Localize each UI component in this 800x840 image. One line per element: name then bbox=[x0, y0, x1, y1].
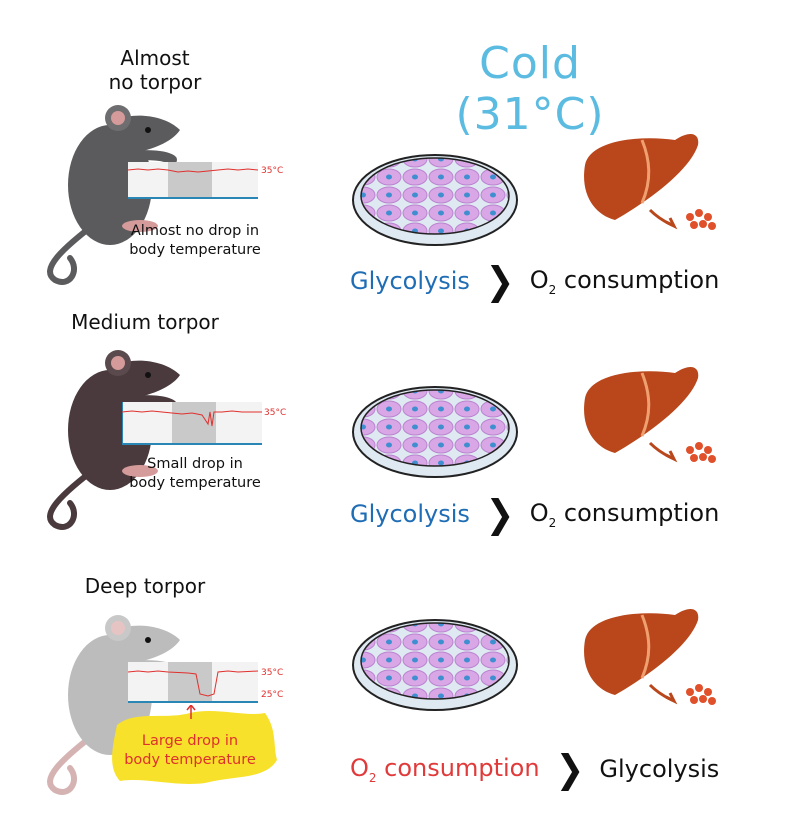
comparison-right: O2 consumption bbox=[529, 498, 720, 530]
annotation-line: body temperature bbox=[129, 475, 261, 491]
page-title: Cold (31°C) bbox=[455, 38, 605, 140]
temperature-chart: 35°C bbox=[122, 402, 286, 445]
metabolic-comparison: O2 consumption ❯ Glycolysis bbox=[350, 750, 719, 788]
metabolic-comparison: Glycolysis ❯ O2 consumption bbox=[350, 495, 719, 533]
temperature-annotation: Large drop in body temperature bbox=[115, 732, 265, 770]
liver-icon bbox=[584, 133, 716, 230]
state-label-almost-no-torpor: Almost no torpor bbox=[70, 46, 240, 94]
mouse-icon bbox=[47, 350, 180, 530]
liver-icon bbox=[584, 366, 716, 463]
cells-icon bbox=[686, 209, 716, 230]
cells-icon bbox=[686, 442, 716, 463]
comparison-left: Glycolysis bbox=[350, 500, 470, 528]
temperature-annotation: Almost no drop in body temperature bbox=[125, 222, 265, 260]
temp-tick-35: 35°C bbox=[264, 408, 286, 418]
petri-dish-icon bbox=[352, 619, 518, 711]
annotation-line: Almost no drop in bbox=[130, 223, 260, 239]
liver-icon bbox=[584, 608, 716, 705]
annotation-line: body temperature bbox=[124, 752, 256, 768]
temp-tick-35: 35°C bbox=[261, 166, 283, 176]
petri-dish-icon bbox=[352, 154, 518, 246]
greater-than-icon: ❯ bbox=[485, 492, 515, 536]
temp-tick-25: 25°C bbox=[261, 690, 283, 700]
mouse-icon bbox=[47, 105, 180, 285]
metabolic-comparison: Glycolysis ❯ O2 consumption bbox=[350, 262, 719, 300]
greater-than-icon: ❯ bbox=[485, 259, 515, 303]
petri-dish-icon bbox=[352, 386, 518, 478]
comparison-right: O2 consumption bbox=[529, 265, 720, 297]
greater-than-icon: ❯ bbox=[555, 747, 584, 791]
state-label-deep-torpor: Deep torpor bbox=[60, 574, 230, 598]
comparison-right: Glycolysis bbox=[599, 755, 720, 783]
comparison-left: O2 consumption bbox=[350, 753, 540, 785]
temperature-annotation: Small drop in body temperature bbox=[120, 455, 270, 493]
state-label-line: Almost bbox=[120, 46, 190, 70]
annotation-line: Small drop in bbox=[147, 456, 243, 472]
annotation-line: body temperature bbox=[129, 242, 261, 258]
comparison-left: Glycolysis bbox=[350, 267, 470, 295]
temperature-chart: 35°C bbox=[128, 162, 283, 199]
state-label-line: Medium torpor bbox=[71, 310, 219, 334]
burst-highlight bbox=[112, 705, 277, 784]
state-label-line: no torpor bbox=[108, 70, 202, 94]
state-label-medium-torpor: Medium torpor bbox=[60, 310, 230, 334]
temp-tick-35: 35°C bbox=[261, 668, 283, 678]
temperature-chart: 35°C 25°C bbox=[128, 662, 283, 703]
annotation-line: Large drop in bbox=[141, 733, 239, 749]
state-label-line: Deep torpor bbox=[84, 574, 206, 598]
cells-icon bbox=[686, 684, 716, 705]
